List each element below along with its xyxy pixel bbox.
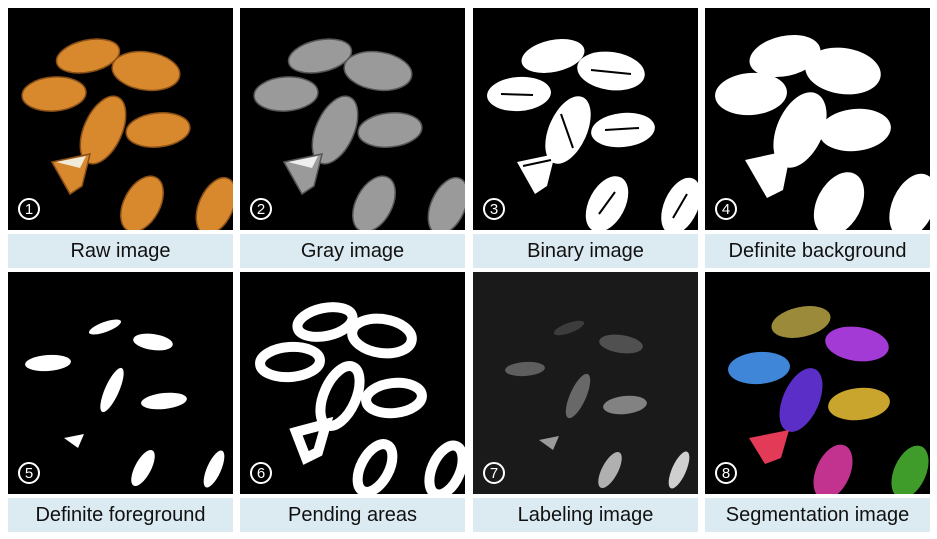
panel-number-badge: 5 (18, 462, 40, 484)
panel-caption: Definite background (705, 234, 930, 268)
panel-raw-image: 1 Raw image (8, 8, 233, 268)
panel-definite-background: 4 Definite background (705, 8, 930, 268)
figure-grid: 1 Raw image 2 Gray image (8, 8, 930, 532)
gray-grains (240, 8, 465, 230)
segmentation-image: 8 (705, 272, 930, 494)
panel-pending-areas: 6 Pending areas (240, 272, 465, 532)
panel-caption: Labeling image (473, 498, 698, 532)
panel-caption: Definite foreground (8, 498, 233, 532)
panel-caption: Gray image (240, 234, 465, 268)
panel-number-badge: 4 (715, 198, 737, 220)
binary-image: 3 (473, 8, 698, 230)
labeling-image: 7 (473, 272, 698, 494)
panel-number-badge: 3 (483, 198, 505, 220)
definite-background-image: 4 (705, 8, 930, 230)
panel-caption: Pending areas (240, 498, 465, 532)
panel-number-badge: 2 (250, 198, 272, 220)
gray-image: 2 (240, 8, 465, 230)
raw-grains (8, 8, 233, 230)
panel-caption: Binary image (473, 234, 698, 268)
panel-binary-image: 3 Binary image (473, 8, 698, 268)
labeled-grains (473, 272, 698, 494)
dilated-grains (705, 8, 930, 230)
binary-grains (473, 8, 698, 230)
panel-caption: Segmentation image (705, 498, 930, 532)
eroded-grains (8, 272, 233, 494)
panel-number-badge: 1 (18, 198, 40, 220)
panel-gray-image: 2 Gray image (240, 8, 465, 268)
panel-caption: Raw image (8, 234, 233, 268)
panel-segmentation-image: 8 Segmentation image (705, 272, 930, 532)
panel-number-badge: 6 (250, 462, 272, 484)
panel-definite-foreground: 5 Definite foreground (8, 272, 233, 532)
raw-image: 1 (8, 8, 233, 230)
panel-labeling-image: 7 Labeling image (473, 272, 698, 532)
panel-number-badge: 8 (715, 462, 737, 484)
pending-ring-grains (240, 272, 465, 494)
panel-number-badge: 7 (483, 462, 505, 484)
pending-areas-image: 6 (240, 272, 465, 494)
definite-foreground-image: 5 (8, 272, 233, 494)
segmented-grains (705, 272, 930, 494)
